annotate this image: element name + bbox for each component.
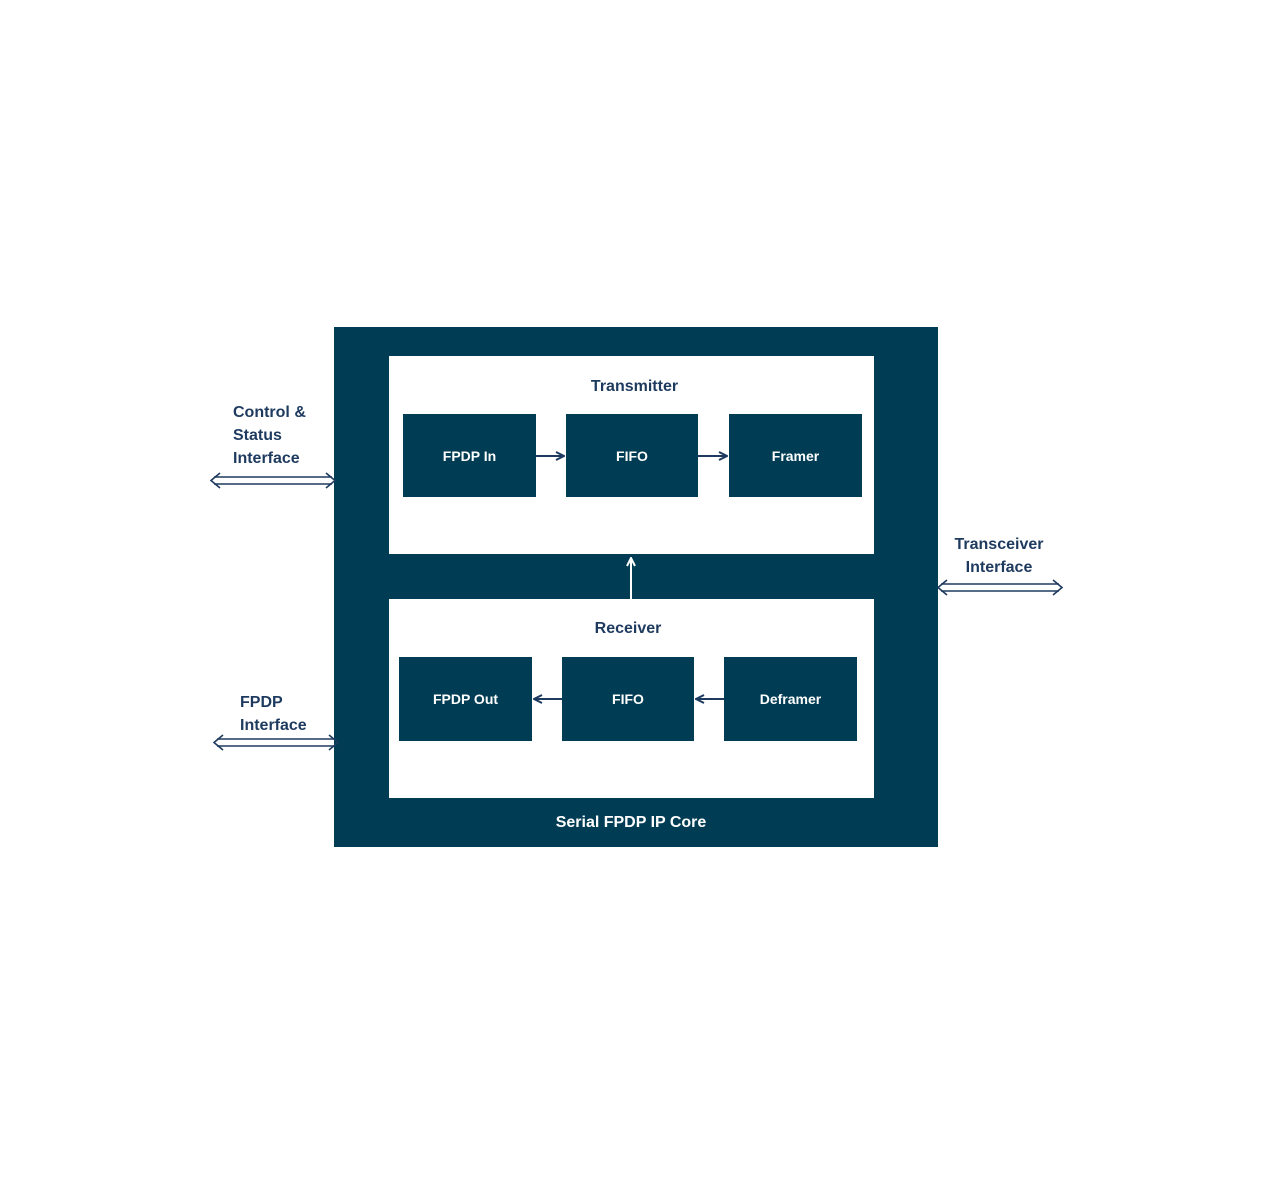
control-status-line-3: Interface bbox=[233, 450, 300, 467]
fpdp-interface-line-2: Interface bbox=[240, 717, 307, 734]
control-status-line-1: Control & bbox=[233, 404, 306, 421]
fpdp-interface-label: FPDP Interface bbox=[240, 691, 307, 737]
transceiver-interface-label: Transceiver Interface bbox=[944, 533, 1054, 579]
framer-block: Framer bbox=[729, 414, 862, 497]
core-title: Serial FPDP IP Core bbox=[555, 814, 707, 831]
transceiver-interface-line-2: Interface bbox=[965, 559, 1033, 576]
deframer-block: Deframer bbox=[724, 657, 857, 741]
transceiver-double-arrow bbox=[936, 579, 1064, 596]
fpdp-in-block: FPDP In bbox=[403, 414, 536, 497]
fpdp-interface-line-1: FPDP bbox=[240, 694, 283, 711]
receiver-title: Receiver bbox=[594, 620, 662, 637]
control-status-interface-label: Control & Status Interface bbox=[233, 401, 306, 470]
transceiver-interface-line-1: Transceiver bbox=[954, 536, 1044, 553]
control-status-double-arrow bbox=[209, 472, 337, 489]
rx-fifo-block: FIFO bbox=[562, 657, 694, 741]
control-status-line-2: Status bbox=[233, 427, 282, 444]
transmitter-title: Transmitter bbox=[590, 378, 679, 395]
tx-fifo-block: FIFO bbox=[566, 414, 698, 497]
fpdp-double-arrow bbox=[212, 734, 340, 751]
fpdp-out-block: FPDP Out bbox=[399, 657, 532, 741]
